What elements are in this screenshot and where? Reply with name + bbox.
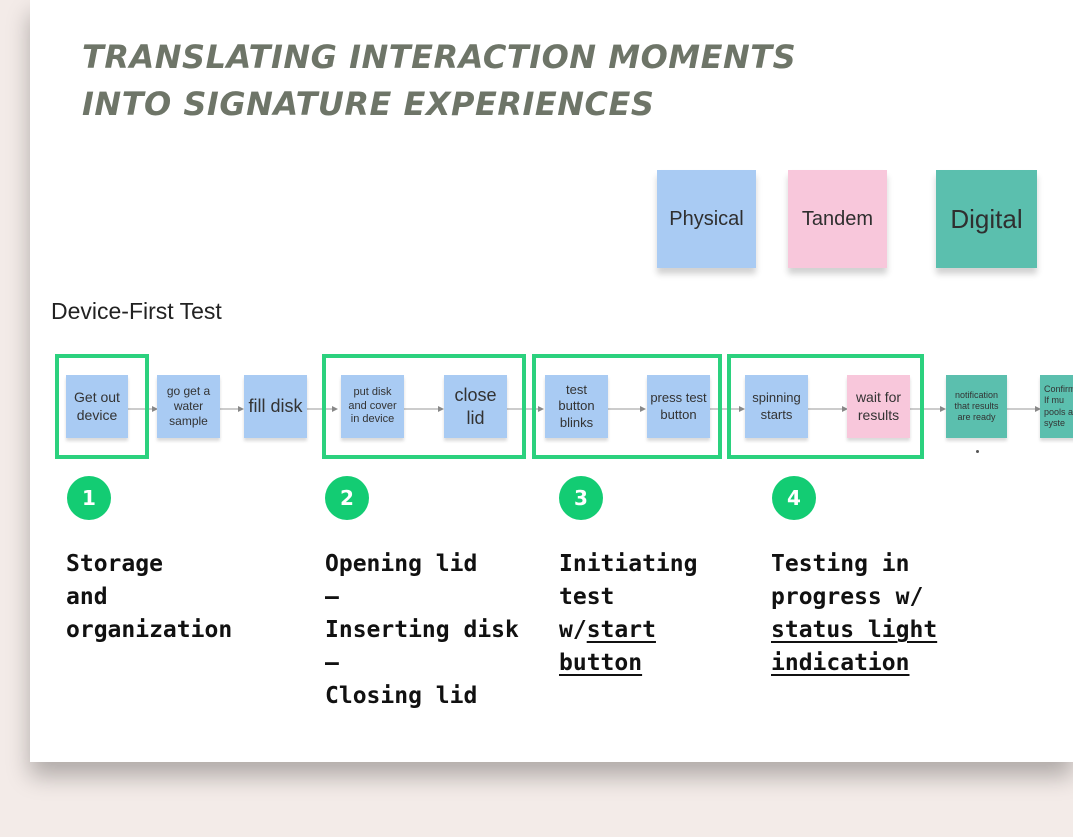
caption-line: and	[66, 584, 108, 610]
step-badge-4: 4	[772, 476, 816, 520]
legend-tandem: Tandem	[788, 170, 887, 268]
caption-line: button	[559, 647, 697, 680]
note-test-button-blinks: test button blinks	[545, 375, 608, 438]
note-confirm: Confirm - If mu pools a syste	[1040, 375, 1073, 438]
note-go-get-water-sample: go get a water sample	[157, 375, 220, 438]
step-badge-1: 1	[67, 476, 111, 520]
caption-line: Inserting disk	[325, 617, 519, 643]
caption-underlined-text: status light	[771, 617, 938, 643]
caption-underlined-text: button	[559, 650, 643, 676]
highlight-frame-1	[55, 354, 149, 459]
note-spinning-starts: spinning starts	[745, 375, 808, 438]
step-caption-2: Opening lid – Inserting disk – Closing l…	[325, 548, 519, 713]
highlight-frame-3	[532, 354, 722, 459]
caption-line: Closing lid	[325, 683, 478, 709]
caption-line: w/start	[559, 614, 697, 647]
caption-line: Initiating	[559, 551, 698, 577]
caption-line: progress w/	[771, 584, 924, 610]
legend-physical: Physical	[657, 170, 756, 268]
highlight-frame-2	[322, 354, 526, 459]
step-badge-2: 2	[325, 476, 369, 520]
highlight-frame-4	[727, 354, 924, 459]
note-fill-disk: fill disk	[244, 375, 307, 438]
flow-title: Device-First Test	[51, 298, 222, 324]
caption-line: Opening lid	[325, 551, 478, 577]
note-notification-results-ready: notification that results are ready	[946, 375, 1007, 438]
caption-line: status light	[771, 614, 937, 647]
legend-digital: Digital	[936, 170, 1037, 268]
step-caption-4: Testing in progress w/ status light indi…	[771, 548, 937, 680]
caption-line: organization	[66, 617, 233, 643]
note-get-out-device: Get out device	[66, 375, 128, 438]
slide-title-line-1: TRANSLATING INTERACTION MOMENTS	[82, 38, 797, 76]
step-caption-1: Storage and organization	[66, 548, 232, 647]
slide-title-line-2: INTO SIGNATURE EXPERIENCES	[82, 85, 655, 123]
note-press-test-button: press test button	[647, 375, 710, 438]
caption-line: –	[325, 650, 339, 676]
note-put-disk-and-cover: put disk and cover in device	[341, 375, 404, 438]
caption-text: w/	[559, 617, 587, 643]
caption-line: indication	[771, 647, 937, 680]
caption-line: Storage	[66, 551, 163, 577]
step-badge-3: 3	[559, 476, 603, 520]
caption-line: Testing in	[771, 551, 910, 577]
step-caption-3: Initiating test w/start button	[559, 548, 697, 680]
stray-dot	[976, 450, 979, 453]
note-wait-for-results: wait for results	[847, 375, 910, 438]
slide: TRANSLATING INTERACTION MOMENTS INTO SIG…	[30, 0, 1073, 762]
caption-line: test	[559, 584, 615, 610]
note-close-lid: close lid	[444, 375, 507, 438]
caption-underlined-text: indication	[771, 650, 910, 676]
caption-line: –	[325, 584, 339, 610]
caption-underlined-text: start	[586, 617, 656, 643]
